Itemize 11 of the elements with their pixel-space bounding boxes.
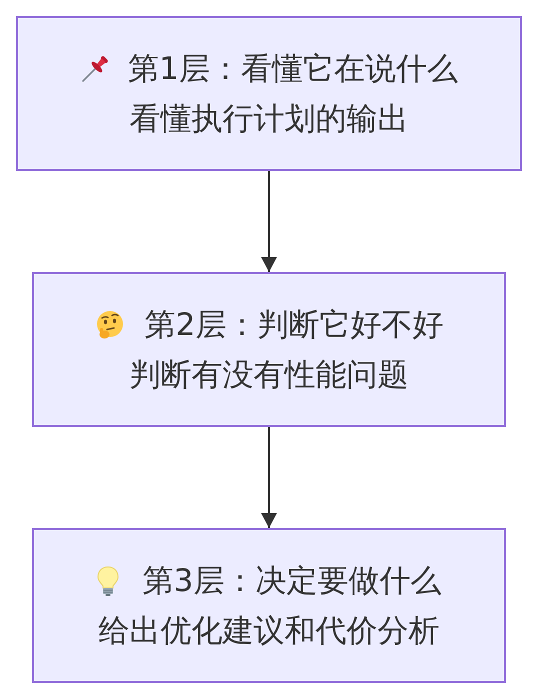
layer-title: 第1层：看懂它在说什么	[128, 50, 458, 88]
process-box	[32, 272, 506, 427]
process-box	[32, 528, 506, 683]
process-box	[16, 16, 522, 171]
layer-description: 给出优化建议和代价分析	[98, 612, 440, 650]
layer-description: 看懂执行计划的输出	[130, 100, 408, 138]
arrow	[261, 427, 277, 528]
arrow	[261, 171, 277, 272]
layer-description: 判断有没有性能问题	[130, 356, 408, 394]
layer-title: 第3层：决定要做什么	[142, 562, 442, 600]
layer-title: 第2层：判断它好不好	[144, 306, 444, 344]
